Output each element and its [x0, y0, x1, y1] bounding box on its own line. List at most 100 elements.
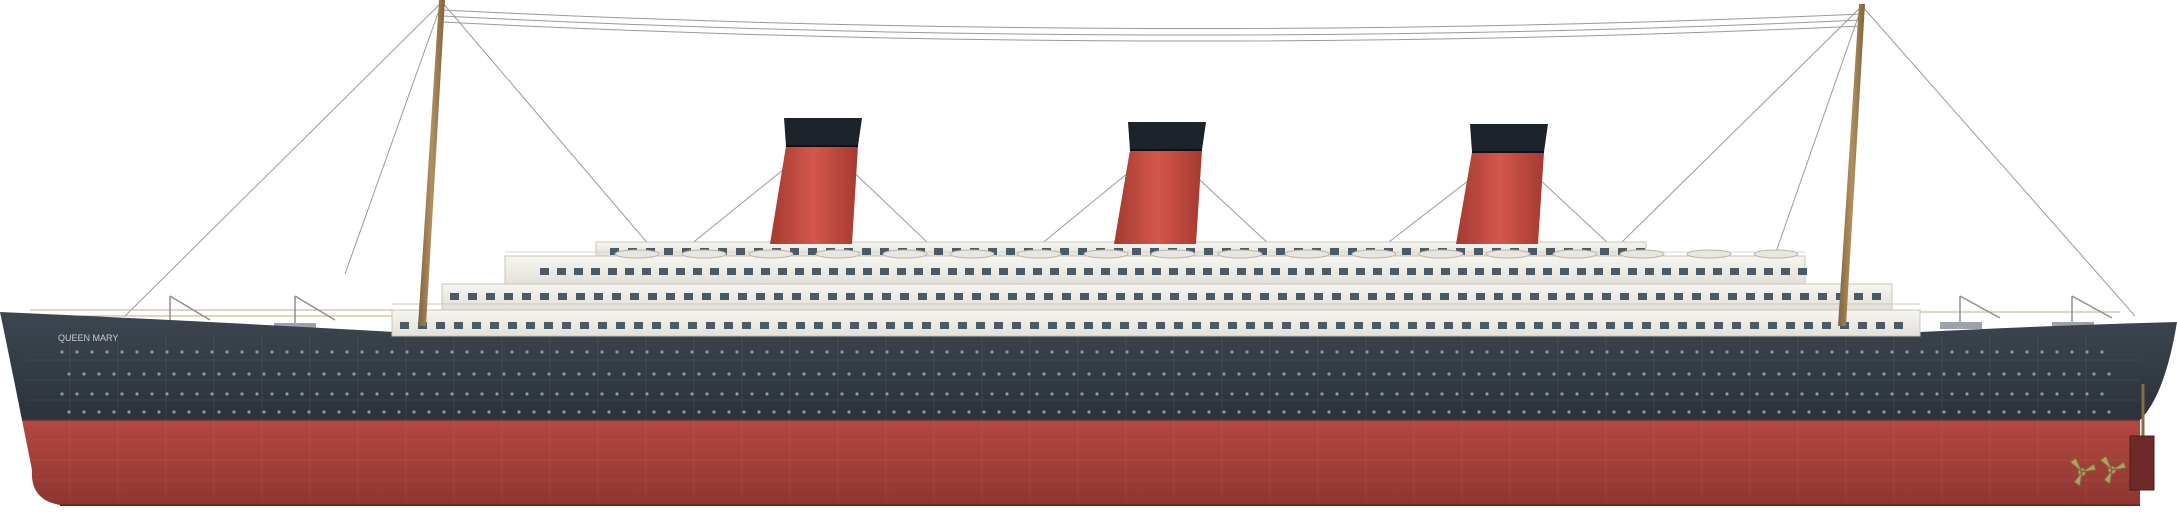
deck-window — [792, 293, 801, 300]
porthole — [720, 392, 724, 396]
porthole — [1222, 372, 1226, 376]
porthole — [465, 350, 469, 354]
porthole — [937, 372, 941, 376]
deck-window — [616, 322, 625, 329]
porthole — [1635, 392, 1639, 396]
porthole — [945, 350, 949, 354]
porthole — [1320, 350, 1324, 354]
porthole — [1410, 392, 1414, 396]
porthole — [2002, 410, 2006, 414]
porthole — [1020, 392, 1024, 396]
deck-window — [1509, 268, 1518, 275]
porthole — [127, 410, 131, 414]
deck-window — [1204, 248, 1213, 255]
porthole — [1065, 392, 1069, 396]
porthole — [1590, 392, 1594, 396]
deck-window — [1120, 322, 1129, 329]
porthole — [292, 410, 296, 414]
porthole — [1110, 350, 1114, 354]
porthole — [915, 392, 919, 396]
porthole — [1725, 350, 1729, 354]
porthole — [615, 350, 619, 354]
porthole — [1920, 392, 1924, 396]
porthole — [1515, 350, 1519, 354]
porthole — [90, 350, 94, 354]
porthole — [1125, 350, 1129, 354]
porthole — [1207, 410, 1211, 414]
deck-window — [490, 322, 499, 329]
porthole — [210, 392, 214, 396]
porthole — [1305, 392, 1309, 396]
porthole — [1470, 392, 1474, 396]
porthole — [1770, 392, 1774, 396]
deck-window — [1611, 268, 1620, 275]
porthole — [1005, 350, 1009, 354]
deck-window — [1624, 322, 1633, 329]
deck-window — [814, 322, 823, 329]
porthole — [202, 410, 206, 414]
porthole — [2092, 410, 2096, 414]
porthole — [2077, 372, 2081, 376]
porthole — [1147, 372, 1151, 376]
porthole — [1260, 350, 1264, 354]
porthole — [907, 372, 911, 376]
deck-window — [612, 293, 621, 300]
porthole — [1822, 410, 1826, 414]
porthole — [862, 410, 866, 414]
deck-window — [724, 322, 733, 329]
porthole — [1905, 392, 1909, 396]
porthole — [1147, 410, 1151, 414]
porthole — [1852, 410, 1856, 414]
porthole — [637, 372, 641, 376]
deck-window — [1271, 268, 1280, 275]
deck-window — [1822, 322, 1831, 329]
deck-window — [1566, 293, 1575, 300]
porthole — [1620, 350, 1624, 354]
deck-window — [1818, 293, 1827, 300]
deck-window — [1858, 322, 1867, 329]
porthole — [1920, 350, 1924, 354]
deck-window — [1710, 293, 1719, 300]
porthole — [547, 410, 551, 414]
porthole — [1732, 372, 1736, 376]
porthole — [1672, 372, 1676, 376]
porthole — [60, 392, 64, 396]
porthole — [1012, 410, 1016, 414]
deck-window — [948, 268, 957, 275]
porthole — [1140, 350, 1144, 354]
porthole — [1350, 392, 1354, 396]
funnel-1 — [770, 118, 862, 244]
deck-window — [1512, 293, 1521, 300]
porthole — [2107, 372, 2111, 376]
deck-window — [1134, 293, 1143, 300]
deck-window — [829, 268, 838, 275]
porthole — [630, 392, 634, 396]
porthole — [787, 372, 791, 376]
lifeboat — [1418, 249, 1464, 259]
deck-window — [886, 322, 895, 329]
porthole — [150, 350, 154, 354]
deck-window — [1174, 322, 1183, 329]
deck-window — [1475, 268, 1484, 275]
deck-window — [790, 248, 799, 255]
porthole — [735, 350, 739, 354]
deck-window — [540, 293, 549, 300]
porthole — [622, 372, 626, 376]
porthole — [277, 372, 281, 376]
deck-window — [904, 322, 913, 329]
porthole — [105, 392, 109, 396]
porthole — [1192, 372, 1196, 376]
porthole — [570, 392, 574, 396]
deck-window — [742, 322, 751, 329]
deck-window — [1170, 293, 1179, 300]
porthole — [1582, 372, 1586, 376]
porthole — [1785, 392, 1789, 396]
deck-window — [862, 248, 871, 255]
porthole — [825, 392, 829, 396]
deck-window — [850, 322, 859, 329]
porthole — [1567, 372, 1571, 376]
deck-window — [676, 268, 685, 275]
porthole — [1095, 350, 1099, 354]
deck-window — [1288, 268, 1297, 275]
deck-window — [1373, 268, 1382, 275]
